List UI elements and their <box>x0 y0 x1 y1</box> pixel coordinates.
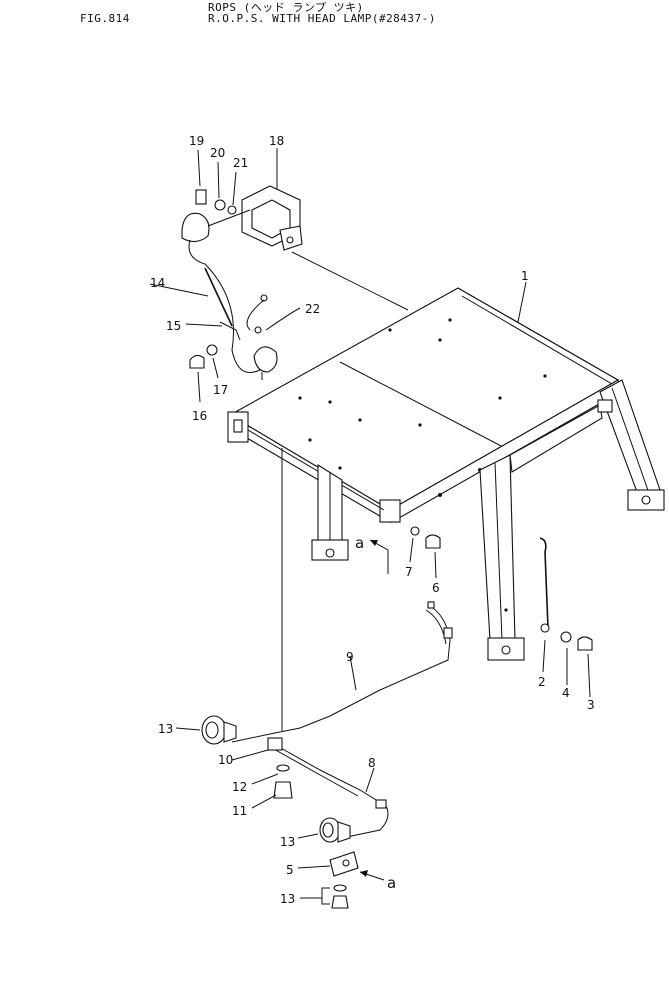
rops-frame <box>227 287 665 661</box>
callout-13-middle: 13 <box>280 835 295 849</box>
callout-13-left: 13 <box>158 722 173 736</box>
callout-11: 11 <box>232 804 247 818</box>
callout-18: 18 <box>269 134 284 148</box>
callout-21: 21 <box>233 156 248 170</box>
callout-3: 3 <box>587 698 595 712</box>
title-english: R.O.P.S. WITH HEAD LAMP(#28437-) <box>208 12 436 25</box>
callout-20: 20 <box>210 146 225 160</box>
callout-8: 8 <box>368 756 376 770</box>
callout-10: 10 <box>218 753 233 767</box>
callout-a-lower: a <box>387 874 396 892</box>
rear-lamp <box>201 715 237 745</box>
figure-number: FIG.814 <box>80 12 130 25</box>
callout-6: 6 <box>432 581 440 595</box>
callout-15: 15 <box>166 319 181 333</box>
callout-7: 7 <box>405 565 413 579</box>
callout-2: 2 <box>538 675 546 689</box>
callout-5: 5 <box>286 863 294 877</box>
lamp-bracket <box>241 185 303 251</box>
callout-14: 14 <box>150 276 165 290</box>
callout-12: 12 <box>232 780 247 794</box>
callout-17: 17 <box>213 383 228 397</box>
callout-9: 9 <box>346 650 354 664</box>
callout-1: 1 <box>521 269 529 283</box>
callout-19: 19 <box>189 134 204 148</box>
title-japanese: ROPS (ヘッド ランプ ツキ) <box>208 1 364 14</box>
callout-22: 22 <box>305 302 320 316</box>
callout-a-upper: a <box>355 534 364 552</box>
callout-13-bottom: 13 <box>280 892 295 906</box>
head-lamp-lower <box>253 346 278 380</box>
callout-4: 4 <box>562 686 570 700</box>
callout-16: 16 <box>192 409 207 423</box>
work-lamp <box>319 817 351 843</box>
head-lamp-upper <box>181 209 251 243</box>
